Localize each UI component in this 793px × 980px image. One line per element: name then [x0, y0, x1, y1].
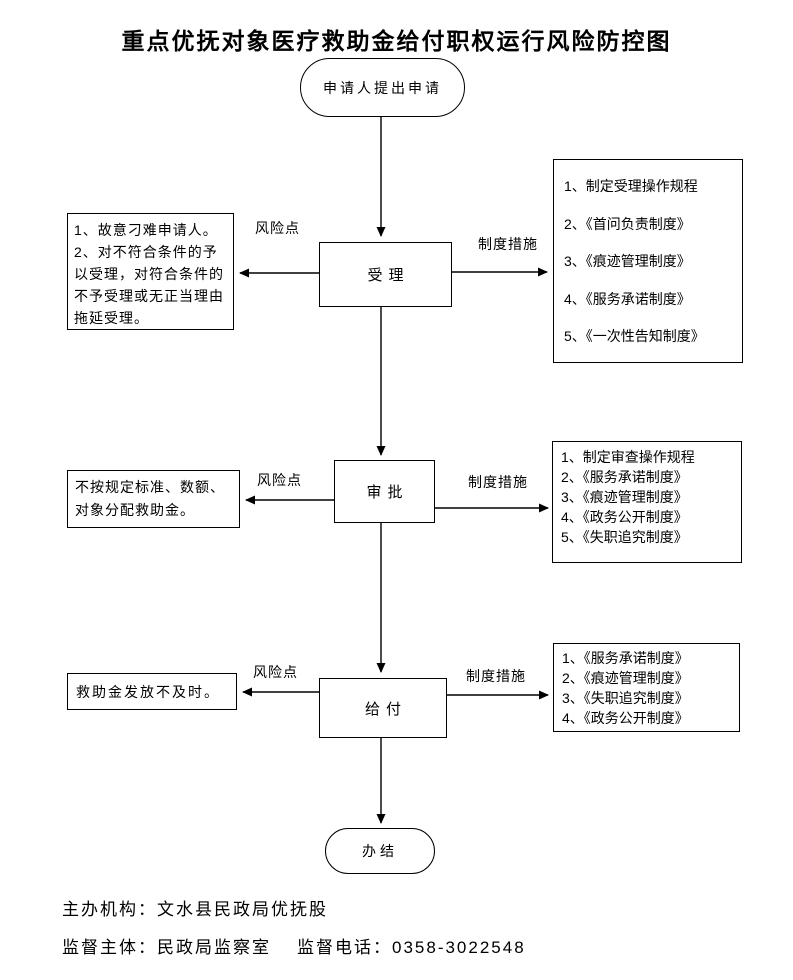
- measure-item: 2、《痕迹管理制度》: [562, 670, 689, 686]
- measure-item: 2、《首问负责制度》: [564, 215, 691, 232]
- measure-box-approve: 1、制定审查操作规程 2、《服务承诺制度》 3、《痕迹管理制度》 4、《政务公开…: [552, 441, 742, 563]
- risk-point-label-pay: 风险点: [253, 664, 298, 680]
- risk-item: 1、故意刁难申请人。: [74, 222, 218, 238]
- risk-item: 不按规定标准、数额、对象分配救助金。: [75, 479, 225, 518]
- measure-item: 1、制定审查操作规程: [561, 449, 695, 465]
- measure-item: 5、《一次性告知制度》: [564, 328, 705, 344]
- process-node-accept: 受理: [319, 242, 452, 307]
- risk-item: 2、对不符合条件的予以受理，对符合条件的不予受理或无正当理由拖延受理。: [74, 244, 224, 326]
- measure-label-accept: 制度措施: [478, 236, 538, 252]
- measure-item: 1、制定受理操作规程: [564, 178, 698, 194]
- measure-item: 4、《政务公开制度》: [561, 509, 688, 525]
- end-node: 办结: [325, 828, 435, 874]
- measure-box-pay: 1、《服务承诺制度》 2、《痕迹管理制度》 3、《失职追究制度》 4、《政务公开…: [553, 643, 740, 732]
- risk-box-accept: 1、故意刁难申请人。 2、对不符合条件的予以受理，对符合条件的不予受理或无正当理…: [67, 213, 234, 330]
- risk-box-approve: 不按规定标准、数额、对象分配救助金。: [67, 470, 240, 528]
- footer-supervision: 监督主体：民政局监察室 监督电话：0358-3022548: [62, 933, 526, 958]
- measure-box-accept: 1、制定受理操作规程 2、《首问负责制度》 3、《痕迹管理制度》 4、《服务承诺…: [553, 159, 743, 363]
- measure-item: 4、《服务承诺制度》: [564, 290, 691, 307]
- risk-point-label-accept: 风险点: [255, 220, 300, 236]
- start-node: 申请人提出申请: [300, 58, 465, 117]
- measure-item: 3、《痕迹管理制度》: [564, 253, 691, 269]
- measure-label-approve: 制度措施: [468, 474, 528, 490]
- footer-phone: 监督电话：0358-3022548: [297, 938, 526, 957]
- measure-item: 1、《服务承诺制度》: [562, 650, 689, 666]
- risk-item: 救助金发放不及时。: [76, 683, 220, 700]
- footer-organizer: 主办机构：文水县民政局优抚股: [62, 900, 328, 919]
- measure-item: 3、《痕迹管理制度》: [561, 489, 688, 505]
- measure-item: 3、《失职追究制度》: [562, 690, 689, 706]
- page-title: 重点优抚对象医疗救助金给付职权运行风险防控图: [121, 28, 672, 54]
- measure-item: 4、《政务公开制度》: [562, 710, 689, 726]
- footer-supervisor: 监督主体：民政局监察室: [62, 938, 271, 957]
- measure-item: 5、《失职追究制度》: [561, 529, 688, 545]
- process-node-approve: 审批: [334, 460, 435, 523]
- risk-box-pay: 救助金发放不及时。: [67, 673, 237, 710]
- process-node-pay: 给付: [319, 678, 447, 738]
- measure-label-pay: 制度措施: [466, 668, 526, 684]
- risk-point-label-approve: 风险点: [257, 472, 302, 488]
- measure-item: 2、《服务承诺制度》: [561, 469, 688, 485]
